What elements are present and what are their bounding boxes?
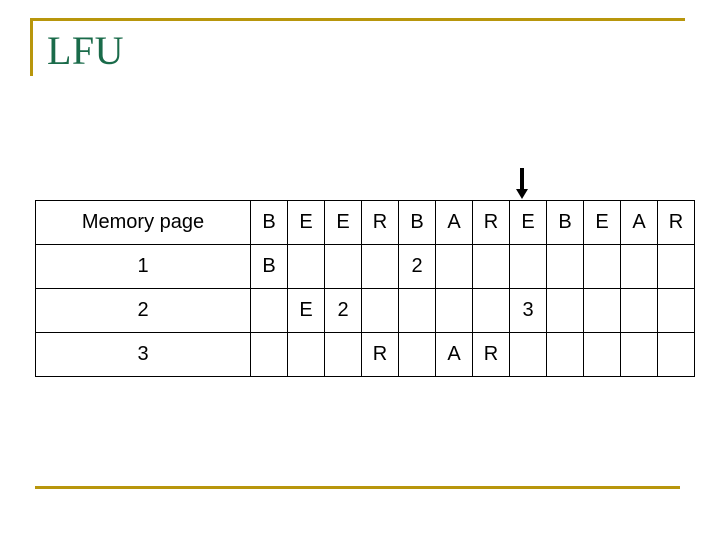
frame-0-step-11-cell bbox=[657, 244, 695, 289]
frame-2-step-3-cell: R bbox=[361, 332, 399, 377]
slide-accent-bottom-rule bbox=[35, 486, 680, 489]
reference-string-cell-2: E bbox=[324, 200, 362, 245]
frame-index-label-1: 2 bbox=[35, 288, 251, 333]
frame-1-step-10-cell bbox=[620, 288, 658, 333]
reference-string-cell-6: R bbox=[472, 200, 510, 245]
frame-0-step-9-cell bbox=[583, 244, 621, 289]
frame-2-step-2-cell bbox=[324, 332, 362, 377]
memory-page-header-label: Memory page bbox=[35, 200, 251, 245]
frame-1-step-2-cell: 2 bbox=[324, 288, 362, 333]
page-title: LFU bbox=[47, 28, 125, 73]
arrow-down-icon bbox=[515, 168, 529, 200]
frame-1-step-8-cell bbox=[546, 288, 584, 333]
reference-string-cell-3: R bbox=[361, 200, 399, 245]
reference-string-cell-0: B bbox=[250, 200, 288, 245]
frame-2-step-10-cell bbox=[620, 332, 658, 377]
reference-string-cell-5: A bbox=[435, 200, 473, 245]
frame-2-step-7-cell bbox=[509, 332, 547, 377]
frame-1-step-0-cell bbox=[250, 288, 288, 333]
frame-1-step-4-cell bbox=[398, 288, 436, 333]
frame-2-step-1-cell bbox=[287, 332, 325, 377]
frame-2-step-4-cell bbox=[398, 332, 436, 377]
reference-string-cell-10: A bbox=[620, 200, 658, 245]
frame-2-step-8-cell bbox=[546, 332, 584, 377]
frame-0-step-4-cell: 2 bbox=[398, 244, 436, 289]
frame-1-step-6-cell bbox=[472, 288, 510, 333]
frame-index-label-2: 3 bbox=[35, 332, 251, 377]
frame-2-step-9-cell bbox=[583, 332, 621, 377]
frame-0-step-5-cell bbox=[435, 244, 473, 289]
reference-string-cell-4: B bbox=[398, 200, 436, 245]
frame-0-step-3-cell bbox=[361, 244, 399, 289]
reference-string-cell-9: E bbox=[583, 200, 621, 245]
reference-string-cell-11: R bbox=[657, 200, 695, 245]
frame-1-step-1-cell: E bbox=[287, 288, 325, 333]
frame-0-step-10-cell bbox=[620, 244, 658, 289]
frame-0-step-8-cell bbox=[546, 244, 584, 289]
frame-0-step-6-cell bbox=[472, 244, 510, 289]
reference-string-cell-1: E bbox=[287, 200, 325, 245]
frame-1-step-9-cell bbox=[583, 288, 621, 333]
frame-2-step-11-cell bbox=[657, 332, 695, 377]
frame-0-step-1-cell bbox=[287, 244, 325, 289]
frame-index-label-0: 1 bbox=[35, 244, 251, 289]
slide-accent-left-rule bbox=[30, 18, 33, 76]
frame-1-step-5-cell bbox=[435, 288, 473, 333]
frame-1-step-7-cell: 3 bbox=[509, 288, 547, 333]
frame-2-step-6-cell: R bbox=[472, 332, 510, 377]
reference-string-cell-8: B bbox=[546, 200, 584, 245]
frame-2-step-0-cell bbox=[250, 332, 288, 377]
frame-0-step-7-cell bbox=[509, 244, 547, 289]
frame-0-step-2-cell bbox=[324, 244, 362, 289]
frame-2-step-5-cell: A bbox=[435, 332, 473, 377]
frame-1-step-3-cell bbox=[361, 288, 399, 333]
frame-1-step-11-cell bbox=[657, 288, 695, 333]
slide-accent-top-rule bbox=[30, 18, 685, 21]
reference-string-cell-7: E bbox=[509, 200, 547, 245]
frame-0-step-0-cell: B bbox=[250, 244, 288, 289]
